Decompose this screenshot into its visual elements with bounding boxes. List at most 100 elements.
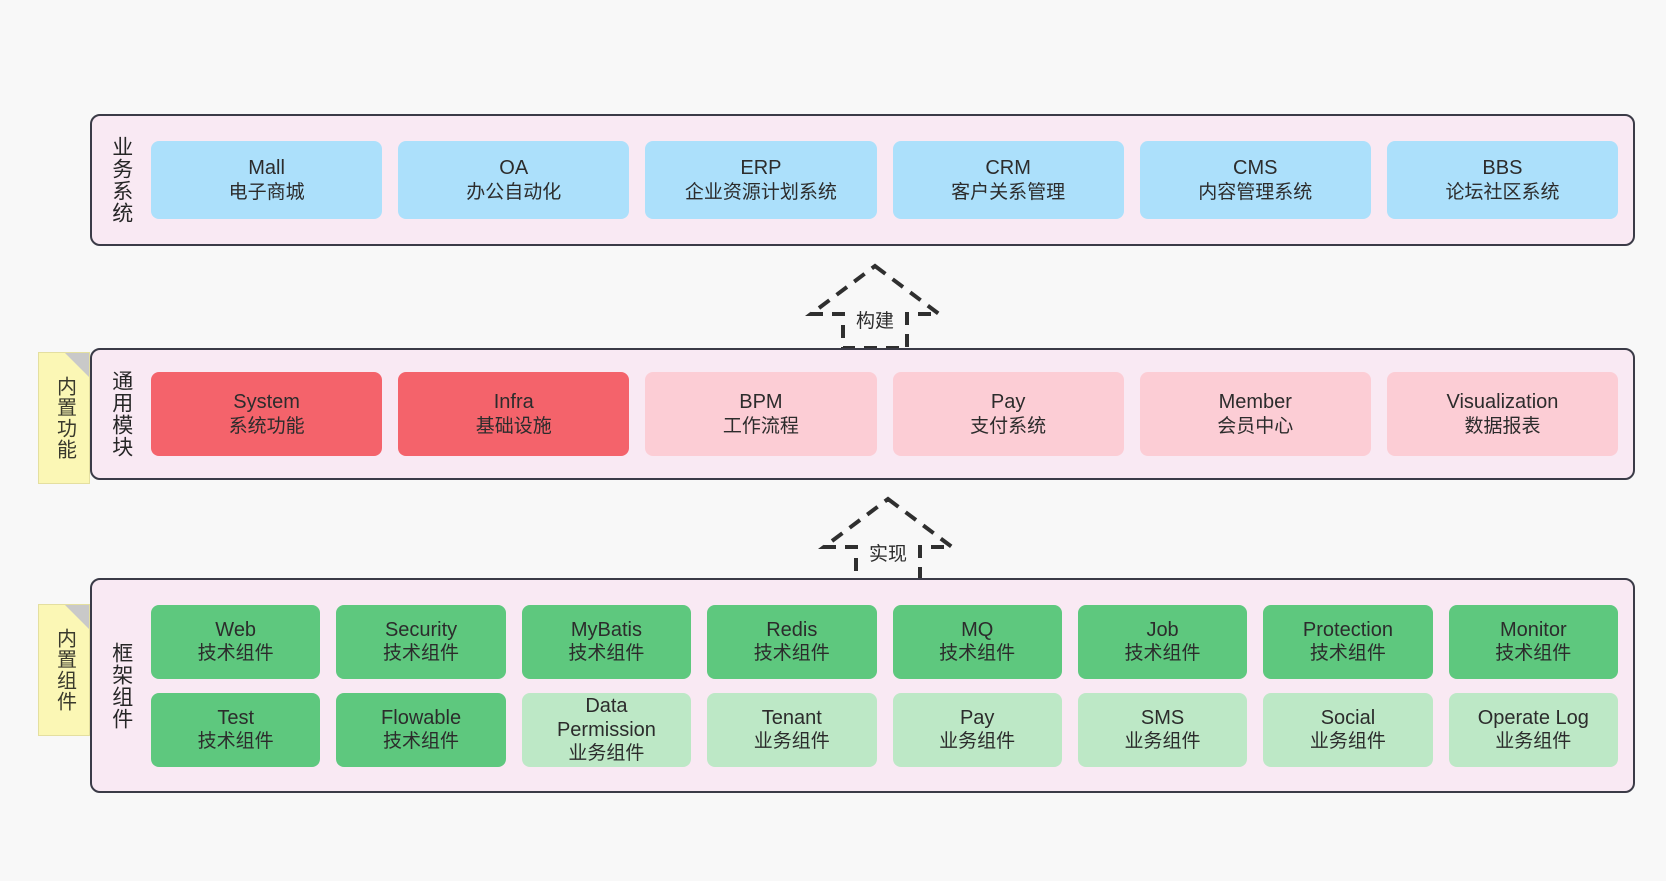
card-pay-module-cn: 支付系统 [970, 415, 1047, 437]
card-data-permission-en: Data Permission [556, 694, 656, 741]
card-social-en: Social [1320, 706, 1376, 729]
card-sms-cn: 业务组件 [1124, 731, 1201, 753]
card-web-cn: 技术组件 [197, 643, 274, 665]
card-crm-cn: 客户关系管理 [951, 181, 1066, 203]
card-visualization[interactable]: Visualization 数据报表 [1386, 372, 1619, 456]
sticky-note-builtin-components[interactable]: 内置组件 [38, 604, 90, 736]
layer-framework-components[interactable]: 框架组件 Web 技术组件 Security 技术组件 MyBatis 技术组件… [90, 578, 1635, 793]
card-redis-en: Redis [766, 618, 818, 641]
card-cms[interactable]: CMS 内容管理系统 [1139, 141, 1371, 219]
card-job[interactable]: Job 技术组件 [1077, 604, 1248, 679]
card-security-cn: 技术组件 [383, 643, 460, 665]
card-cms-en: CMS [1233, 157, 1278, 180]
card-social[interactable]: Social 业务组件 [1263, 692, 1433, 767]
card-mq-cn: 技术组件 [939, 643, 1016, 665]
card-sms-en: SMS [1140, 706, 1185, 729]
layer-business-systems-label: 业务系统 [109, 136, 133, 224]
sticky-note-builtin-features-label: 内置功能 [53, 376, 76, 460]
card-test[interactable]: Test 技术组件 [151, 692, 321, 767]
sticky-note-builtin-features[interactable]: 内置功能 [38, 352, 90, 484]
card-job-en: Job [1146, 618, 1179, 641]
card-mybatis-en: MyBatis [570, 618, 642, 641]
card-data-permission[interactable]: Data Permission 业务组件 [521, 692, 692, 767]
card-erp-en: ERP [740, 157, 782, 180]
card-security-en: Security [384, 618, 458, 641]
card-job-cn: 技术组件 [1124, 643, 1201, 665]
card-data-permission-cn: 业务组件 [568, 743, 645, 765]
layer-business-systems-body: Mall 电子商城 OA 办公自动化 ERP 企业资源计划系统 CRM 客户关系… [141, 125, 1624, 235]
card-crm[interactable]: CRM 客户关系管理 [892, 141, 1124, 219]
layer-common-modules-body: System 系统功能 Infra 基础设施 BPM 工作流程 Pay 支付系统… [141, 359, 1624, 469]
card-oa[interactable]: OA 办公自动化 [398, 141, 630, 219]
card-test-en: Test [217, 706, 255, 729]
card-security[interactable]: Security 技术组件 [336, 604, 506, 679]
card-system-en: System [233, 391, 300, 414]
layer-business-systems[interactable]: 业务系统 Mall 电子商城 OA 办公自动化 ERP 企业资源计划系统 CRM… [90, 114, 1635, 246]
card-mall[interactable]: Mall 电子商城 [151, 141, 383, 219]
framework-biz-row: Test 技术组件 Flowable 技术组件 Data Permission … [151, 692, 1618, 767]
card-bbs[interactable]: BBS 论坛社区系统 [1386, 141, 1619, 219]
card-sms[interactable]: SMS 业务组件 [1077, 692, 1248, 767]
card-pay-component-cn: 业务组件 [939, 731, 1016, 753]
card-infra[interactable]: Infra 基础设施 [398, 372, 630, 456]
card-bbs-en: BBS [1482, 157, 1523, 180]
card-bbs-cn: 论坛社区系统 [1445, 181, 1560, 203]
card-tenant-cn: 业务组件 [753, 731, 830, 753]
card-mybatis-cn: 技术组件 [568, 643, 645, 665]
card-flowable[interactable]: Flowable 技术组件 [336, 692, 506, 767]
card-protection-en: Protection [1302, 618, 1393, 641]
card-mybatis[interactable]: MyBatis 技术组件 [521, 604, 692, 679]
card-test-cn: 技术组件 [197, 731, 274, 753]
card-oa-cn: 办公自动化 [466, 181, 562, 203]
card-tenant[interactable]: Tenant 业务组件 [707, 692, 877, 767]
card-pay-component-en: Pay [959, 706, 995, 729]
card-redis[interactable]: Redis 技术组件 [707, 604, 877, 679]
card-bpm-cn: 工作流程 [722, 415, 799, 437]
card-pay-component[interactable]: Pay 业务组件 [892, 692, 1062, 767]
card-mall-en: Mall [248, 157, 285, 180]
card-oa-en: OA [499, 157, 529, 180]
sticky-fold-icon [65, 605, 89, 629]
card-pay-module-en: Pay [990, 391, 1026, 414]
card-monitor-cn: 技术组件 [1495, 643, 1572, 665]
card-erp[interactable]: ERP 企业资源计划系统 [645, 141, 877, 219]
connector-implement-label: 实现 [868, 544, 908, 565]
sticky-fold-icon [65, 353, 89, 377]
layer-framework-components-body: Web 技术组件 Security 技术组件 MyBatis 技术组件 Redi… [141, 589, 1624, 782]
card-web-en: Web [215, 618, 257, 641]
connector-implement: 实现 [813, 495, 963, 585]
card-visualization-cn: 数据报表 [1464, 415, 1541, 437]
framework-tech-row: Web 技术组件 Security 技术组件 MyBatis 技术组件 Redi… [151, 604, 1618, 679]
card-member-cn: 会员中心 [1217, 415, 1294, 437]
layer-common-modules[interactable]: 通用模块 System 系统功能 Infra 基础设施 BPM 工作流程 Pay… [90, 348, 1635, 480]
card-monitor[interactable]: Monitor 技术组件 [1448, 604, 1618, 679]
connector-build-label: 构建 [855, 311, 895, 332]
card-monitor-en: Monitor [1499, 618, 1567, 641]
connector-build: 构建 [800, 262, 950, 352]
layer-framework-components-label: 框架组件 [109, 641, 133, 730]
card-bpm[interactable]: BPM 工作流程 [645, 372, 877, 456]
card-tenant-en: Tenant [761, 706, 822, 729]
sticky-note-builtin-components-label: 内置组件 [53, 628, 76, 712]
card-system-cn: 系统功能 [228, 415, 305, 437]
card-web[interactable]: Web 技术组件 [151, 604, 321, 679]
card-protection[interactable]: Protection 技术组件 [1263, 604, 1433, 679]
layer-common-modules-label: 通用模块 [109, 370, 133, 458]
card-erp-cn: 企业资源计划系统 [684, 181, 837, 203]
common-modules-row: System 系统功能 Infra 基础设施 BPM 工作流程 Pay 支付系统… [151, 372, 1619, 456]
card-mall-cn: 电子商城 [228, 181, 305, 203]
card-operate-log[interactable]: Operate Log 业务组件 [1448, 692, 1618, 767]
card-social-cn: 业务组件 [1309, 731, 1386, 753]
card-protection-cn: 技术组件 [1309, 643, 1386, 665]
card-redis-cn: 技术组件 [753, 643, 830, 665]
card-pay-module[interactable]: Pay 支付系统 [892, 372, 1124, 456]
card-operate-log-en: Operate Log [1477, 706, 1589, 729]
card-mq[interactable]: MQ 技术组件 [892, 604, 1062, 679]
card-mq-en: MQ [961, 618, 994, 641]
card-system[interactable]: System 系统功能 [151, 372, 383, 456]
card-infra-en: Infra [493, 391, 534, 414]
card-visualization-en: Visualization [1446, 391, 1559, 414]
card-crm-en: CRM [985, 157, 1031, 180]
card-member[interactable]: Member 会员中心 [1139, 372, 1371, 456]
